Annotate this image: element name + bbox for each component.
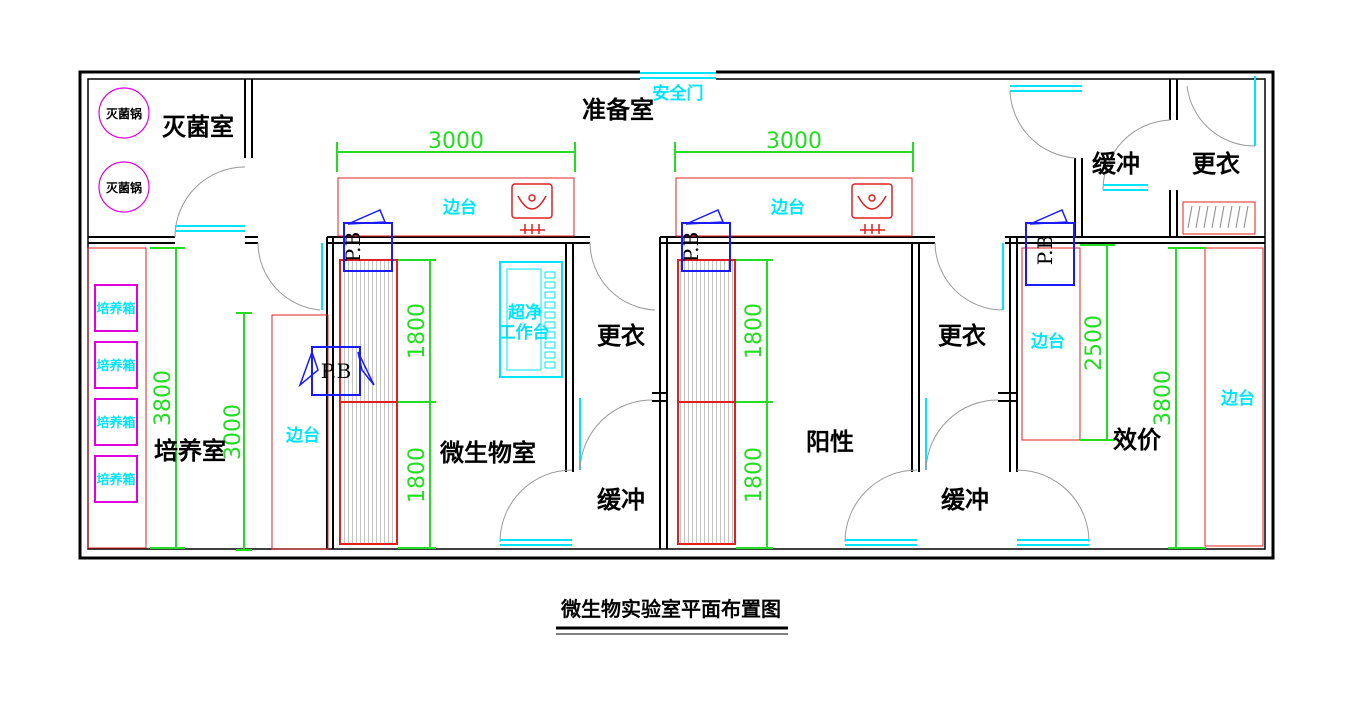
clean-bench: 超净 工作台	[499, 261, 563, 378]
dimension-micro-upper: 1800	[405, 303, 430, 359]
incubator-4: 培养箱	[94, 455, 138, 503]
dimension-micro-lower: 1800	[405, 447, 430, 503]
interior-walls	[88, 79, 1265, 549]
pass-box-label: P.B	[1033, 235, 1057, 265]
room-changing-1: 更衣	[597, 322, 645, 350]
shoe-rack-icon	[1182, 201, 1256, 235]
dimension-top-1: 3000	[428, 129, 484, 154]
dimension-potency-inner: 2500	[1082, 315, 1107, 371]
dimension-culture-inner: 3000	[221, 404, 246, 460]
dimension-potency-outer: 3800	[1151, 370, 1176, 426]
room-positive: 阳性	[806, 428, 854, 456]
cabinet-positive	[677, 259, 736, 545]
culture-bench: 边台	[271, 314, 329, 550]
pass-box-label: P.B	[341, 232, 365, 262]
dimension-positive-upper: 1800	[742, 303, 767, 359]
plan-title: 微生物实验室平面布置图	[560, 597, 781, 621]
incubator-1: 培养箱	[94, 284, 138, 332]
incubator-2: 培养箱	[94, 341, 138, 389]
bench-label: 边台	[1220, 388, 1255, 409]
sink-1-icon	[511, 183, 553, 234]
room-changing-top-right: 更衣	[1192, 150, 1240, 178]
room-buffer-2: 缓冲	[941, 486, 989, 514]
room-potency: 效价	[1113, 426, 1162, 454]
potency-bench-1: 边台	[1021, 247, 1081, 441]
incubator-label: 培养箱	[96, 301, 135, 317]
autoclave-label: 灭菌锅	[105, 180, 142, 195]
pass-box-1: P.B	[341, 209, 393, 272]
room-sterilization: 灭菌室	[162, 113, 234, 141]
doors[interactable]	[174, 76, 1256, 546]
autoclave-1: 灭菌锅	[98, 87, 150, 139]
incubator-3: 培养箱	[94, 398, 138, 446]
safety-door-label: 安全门	[653, 83, 704, 104]
pass-box-label: P.B	[321, 359, 351, 383]
room-changing-2: 更衣	[938, 322, 986, 350]
incubator-bench	[87, 247, 147, 549]
room-buffer-1: 缓冲	[597, 486, 645, 514]
autoclave-label: 灭菌锅	[105, 106, 142, 121]
autoclave-2: 灭菌锅	[98, 161, 150, 213]
cabinet-micro	[339, 259, 398, 545]
bench-label: 边台	[770, 197, 805, 218]
pass-box-2: P.B	[679, 209, 731, 272]
top-bench-2: 边台	[675, 177, 913, 237]
pass-box-3: P.B	[1025, 209, 1075, 286]
pass-box-4: P.B	[298, 346, 375, 396]
incubator-label: 培养箱	[96, 358, 135, 374]
dimension-lines	[150, 142, 1206, 551]
dimension-positive-lower: 1800	[742, 447, 767, 503]
clean-bench-label-2: 工作台	[499, 322, 550, 343]
outer-walls	[78, 70, 1275, 560]
dimension-culture-outer: 3800	[151, 370, 176, 426]
incubator-label: 培养箱	[96, 415, 135, 431]
room-buffer-top-right: 缓冲	[1092, 150, 1140, 178]
room-preparation: 准备室	[582, 96, 654, 124]
pass-box-label: P.B	[679, 232, 703, 262]
bench-label: 边台	[1030, 331, 1065, 352]
bench-label: 边台	[285, 425, 320, 446]
sink-2-icon	[851, 183, 893, 234]
dimension-top-2: 3000	[766, 129, 822, 154]
bench-label: 边台	[442, 197, 477, 218]
top-bench-1: 边台	[337, 177, 575, 237]
room-culture: 培养室	[154, 437, 226, 465]
incubator-label: 培养箱	[96, 472, 135, 488]
clean-bench-label-1: 超净	[508, 302, 542, 323]
room-microbiology: 微生物室	[439, 439, 536, 467]
safety-door[interactable]	[640, 68, 716, 82]
potency-bench-2: 边台	[1204, 247, 1264, 547]
